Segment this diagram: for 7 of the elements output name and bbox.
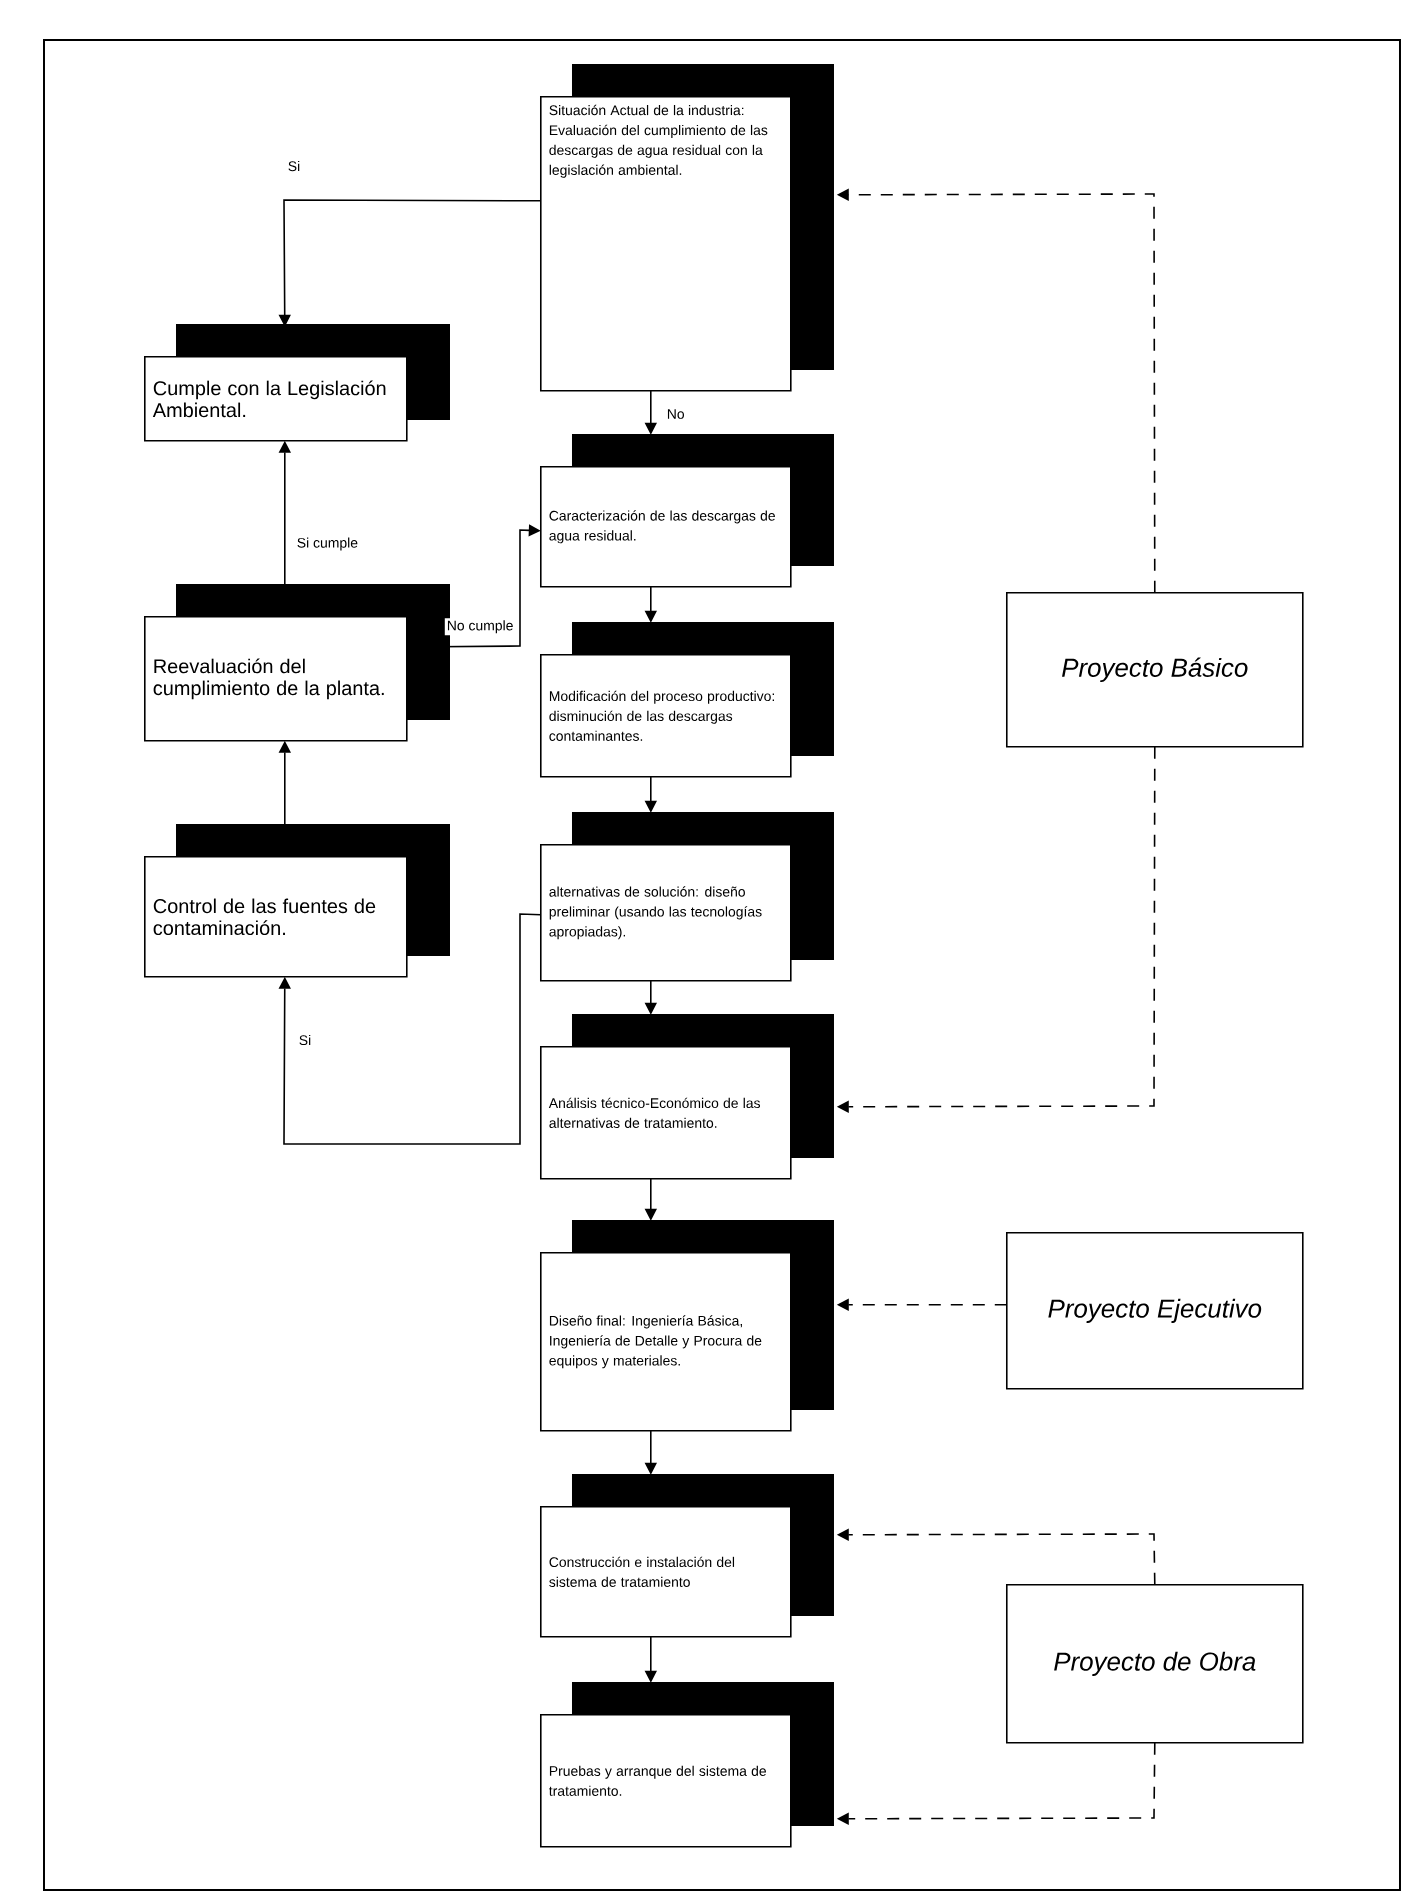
arrow [278, 913, 542, 1145]
process-box: Control de las fuentes de contaminación. [144, 824, 450, 978]
phase-box: Proyecto Básico [1006, 592, 1304, 748]
phase-box: Proyecto de Obra [1006, 1584, 1304, 1744]
phase-box: Proyecto Ejecutivo [1006, 1232, 1304, 1390]
process-box: Cumple con la Legislación Ambiental. [144, 324, 450, 442]
process-box: Reevaluación del cumplimiento de la planta. [144, 584, 450, 742]
